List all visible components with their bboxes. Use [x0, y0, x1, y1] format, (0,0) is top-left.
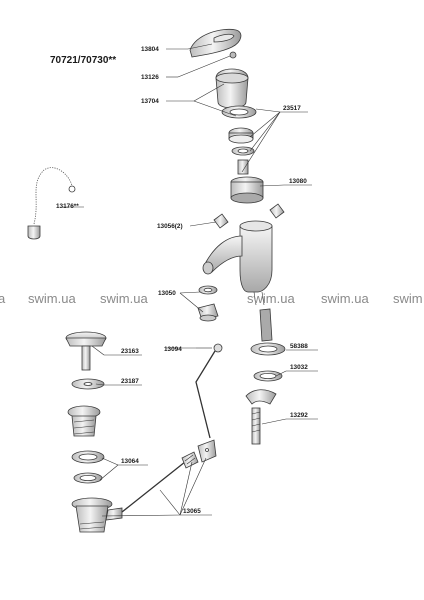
watermark: a swim.ua swim.ua swim.ua swim.ua swim: [0, 291, 423, 306]
faucet-body: [202, 220, 273, 293]
watermark-text: swim: [393, 291, 423, 306]
backnut: [73, 472, 103, 484]
label-13065: 13065: [183, 508, 201, 515]
label-13804: 13804: [141, 46, 159, 53]
label-13704: 13704: [141, 98, 159, 105]
model-title: 70721/70730**: [50, 55, 116, 66]
label-13050: 13050: [158, 290, 176, 297]
lift-rod: [195, 343, 223, 439]
cartridge-seal: [231, 146, 255, 156]
linkage-strap: [197, 439, 217, 463]
label-13094: 13094: [164, 346, 182, 353]
label-13126: 13126: [141, 74, 159, 81]
cartridge-ring: [228, 127, 254, 144]
handle-cap: [215, 68, 249, 109]
aerator-ring: [198, 285, 218, 295]
label-23163: 23163: [121, 348, 139, 355]
watermark-text: swim.ua: [321, 291, 369, 306]
mounting-ring: [253, 370, 283, 382]
aerator: [197, 303, 219, 322]
cartridge: [230, 159, 264, 204]
mounting-washer: [250, 342, 286, 356]
label-13292: 13292: [290, 412, 308, 419]
label-13080: 13080: [289, 178, 307, 185]
handle-screw: [229, 51, 237, 59]
flange-gasket: [71, 450, 105, 464]
watermark-text: swim.ua: [247, 291, 295, 306]
mounting-bracket: [245, 389, 277, 405]
popup-plug: [65, 331, 107, 371]
mounting-stud: [251, 407, 261, 445]
label-13064: 13064: [121, 458, 139, 465]
chain-with-plug: [27, 167, 76, 240]
watermark-text: swim.ua: [28, 291, 76, 306]
handle-lever: [189, 28, 242, 58]
waste-body: [71, 497, 123, 533]
popup-seal: [71, 378, 105, 390]
watermark-text: swim.ua: [100, 291, 148, 306]
label-23187: 23187: [121, 378, 139, 385]
supply-hose: [253, 291, 273, 342]
label-13056: 13056(2): [157, 223, 183, 230]
hose-connector-right: [269, 203, 285, 219]
label-13176: 13176**: [56, 203, 79, 210]
hose-connector-left: [213, 213, 229, 229]
waste-flange: [67, 405, 101, 437]
watermark-text: a: [0, 291, 6, 306]
label-13032: 13032: [290, 364, 308, 371]
cartridge-nut: [221, 105, 257, 119]
label-58388: 58388: [290, 343, 308, 350]
label-23517: 23517: [283, 105, 301, 112]
pivot-rod: [121, 451, 199, 513]
leader-lines: [62, 43, 318, 517]
